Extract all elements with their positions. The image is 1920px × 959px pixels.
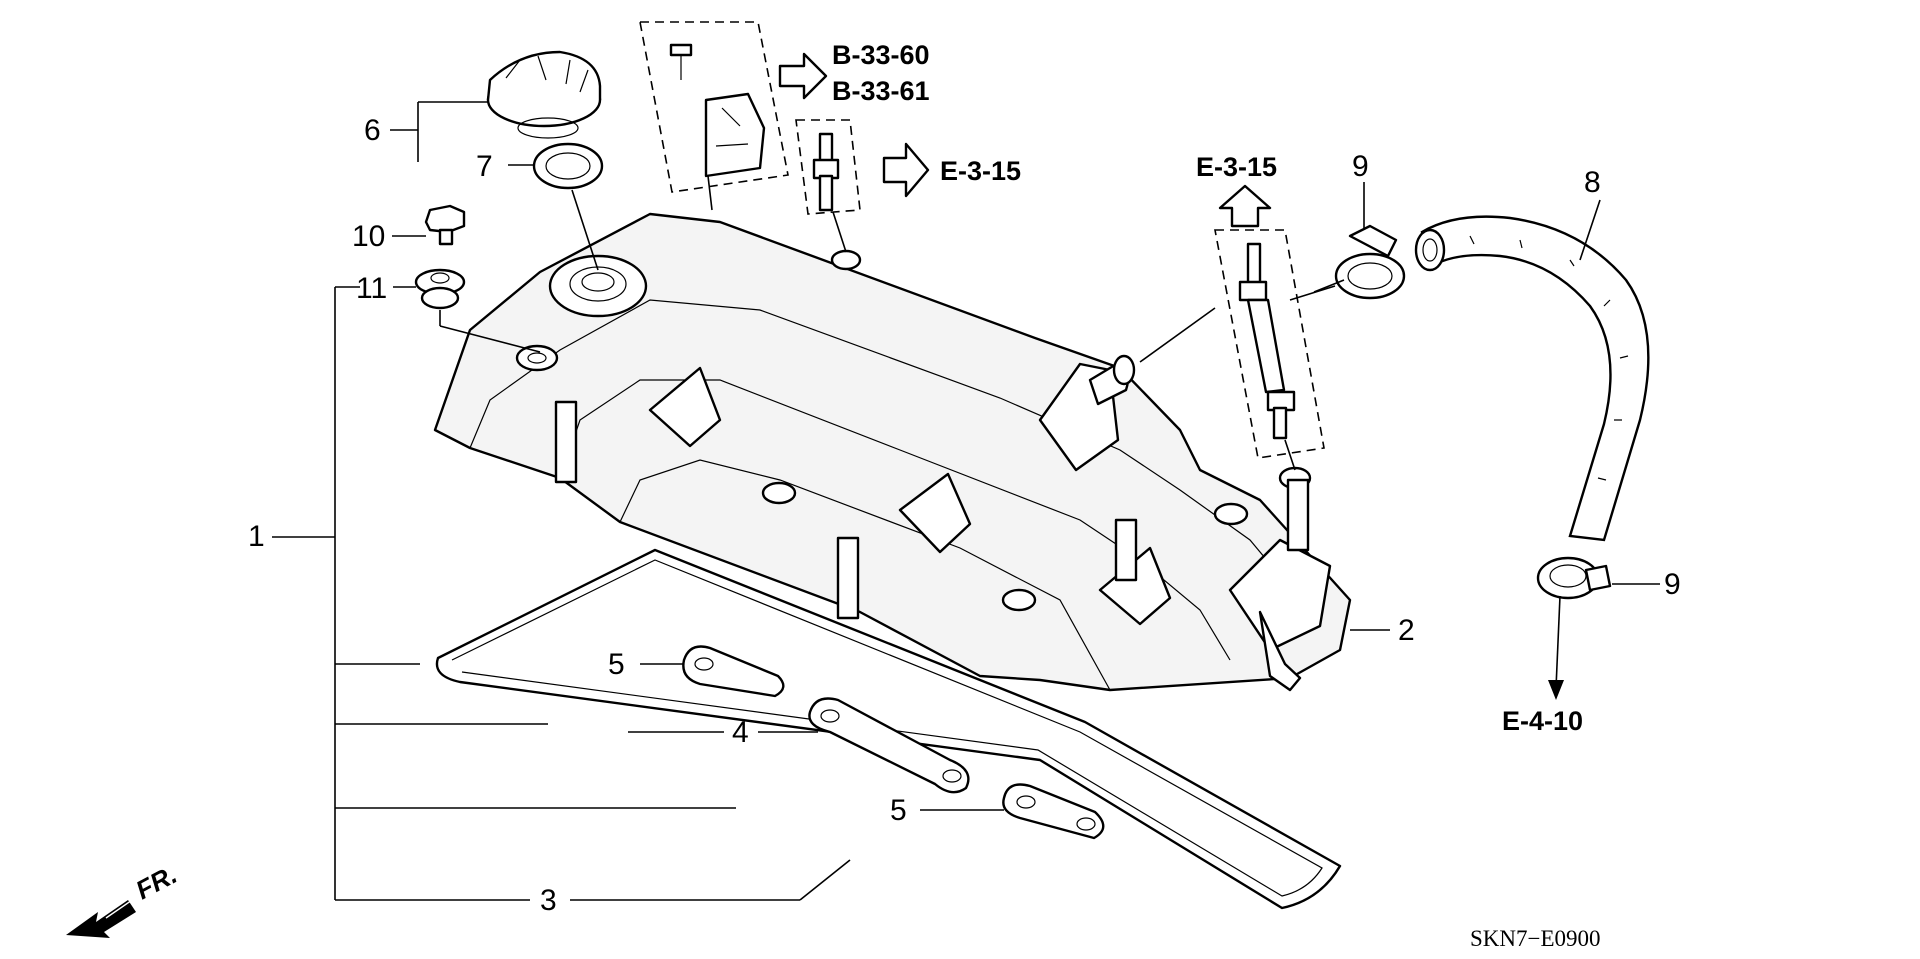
callout-10: 10 xyxy=(352,220,385,253)
stud-bolt-upper xyxy=(812,132,840,212)
breather-hose xyxy=(1414,215,1650,542)
diagram-code: SKN7−E0900 xyxy=(1470,926,1601,951)
cover-bolt xyxy=(424,204,466,246)
hose-clamp-upper xyxy=(1334,224,1406,300)
arrow-up-icon xyxy=(1218,184,1272,228)
callout-3: 3 xyxy=(540,884,557,917)
oil-filler-cap-seal xyxy=(532,142,604,190)
bracket-assembly-box xyxy=(639,21,789,193)
plug-tube-seal-b xyxy=(808,697,970,794)
callout-6: 6 xyxy=(364,114,381,147)
ref-e-4-10: E-4-10 xyxy=(1502,706,1583,736)
arrow-right-icon xyxy=(882,142,930,198)
ref-e-3-15-up: E-3-15 xyxy=(1196,152,1277,182)
callout-5-upper: 5 xyxy=(608,648,625,681)
arrow-down-icon xyxy=(1548,680,1564,700)
stud-bolt-upper-box xyxy=(795,119,861,215)
callout-11: 11 xyxy=(356,272,387,305)
callout-5-lower: 5 xyxy=(890,794,907,827)
callout-9-upper: 9 xyxy=(1352,150,1369,183)
ref-e-3-15-right: E-3-15 xyxy=(940,156,1021,186)
callout-7: 7 xyxy=(476,150,493,183)
cylinder-head-cover xyxy=(433,212,1352,692)
ref-b-33-61: B-33-61 xyxy=(832,76,930,106)
leader-lines xyxy=(272,101,1660,901)
fr-label: FR. xyxy=(131,859,182,905)
callout-8: 8 xyxy=(1584,166,1601,199)
arrow-right-icon xyxy=(778,52,828,100)
stud-bolt-right xyxy=(1214,229,1325,459)
callout-1: 1 xyxy=(248,520,265,553)
callout-2: 2 xyxy=(1398,614,1415,647)
callout-9-lower: 9 xyxy=(1664,568,1681,601)
ref-b-33-60: B-33-60 xyxy=(832,40,930,70)
plug-tube-seal-a xyxy=(682,645,785,698)
plug-tube-seal-c xyxy=(1002,783,1105,840)
hose-clamp-lower xyxy=(1536,556,1612,600)
fr-arrow-icon xyxy=(66,887,139,938)
cover-grommet xyxy=(414,268,466,310)
callout-4: 4 xyxy=(732,716,749,749)
oil-filler-cap xyxy=(486,50,602,139)
